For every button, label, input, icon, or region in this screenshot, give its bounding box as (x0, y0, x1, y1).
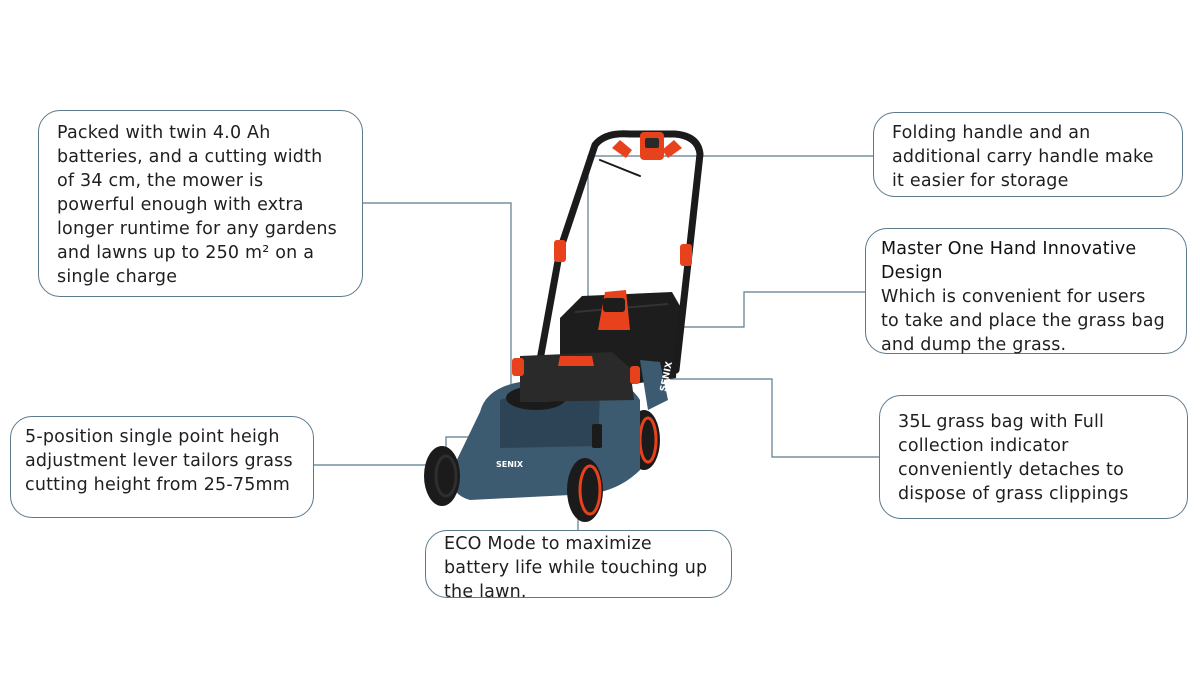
callout-eco-mode: ECO Mode to maximize battery life while … (425, 530, 732, 602)
callout-one-hand-title: Master One Hand Innovative Design (881, 239, 1137, 283)
callout-batteries: Packed with twin 4.0 Ah batteries, and a… (38, 110, 363, 297)
deck-brand-logo: SENIX (496, 460, 524, 469)
callout-height-adjust: 5-position single point heigh adjustment… (10, 416, 314, 518)
callout-grass-bag: 35L grass bag with Full collection indic… (879, 395, 1188, 519)
front-wheel-right (567, 458, 603, 522)
connector-batteries (363, 202, 512, 392)
height-adjust-lever (592, 424, 602, 448)
callout-eco-mode-text: ECO Mode to maximize battery life while … (444, 534, 708, 602)
callout-height-adjust-text: 5-position single point heigh adjustment… (25, 427, 293, 495)
connector-grass-bag (670, 378, 879, 458)
deck-knobs (512, 358, 640, 384)
callout-batteries-text: Packed with twin 4.0 Ah batteries, and a… (57, 123, 337, 287)
fold-knobs (554, 240, 692, 266)
callout-folding-handle-text: Folding handle and an additional carry h… (892, 123, 1154, 191)
callout-one-hand-design: Master One Hand Innovative Design Which … (865, 228, 1187, 355)
callout-one-hand-text: Which is convenient for users to take an… (881, 287, 1165, 355)
callout-grass-bag-text: 35L grass bag with Full collection indic… (898, 412, 1129, 504)
front-wheel-left (424, 446, 460, 506)
handle-grip (612, 132, 682, 160)
callout-folding-handle: Folding handle and an additional carry h… (873, 112, 1183, 197)
